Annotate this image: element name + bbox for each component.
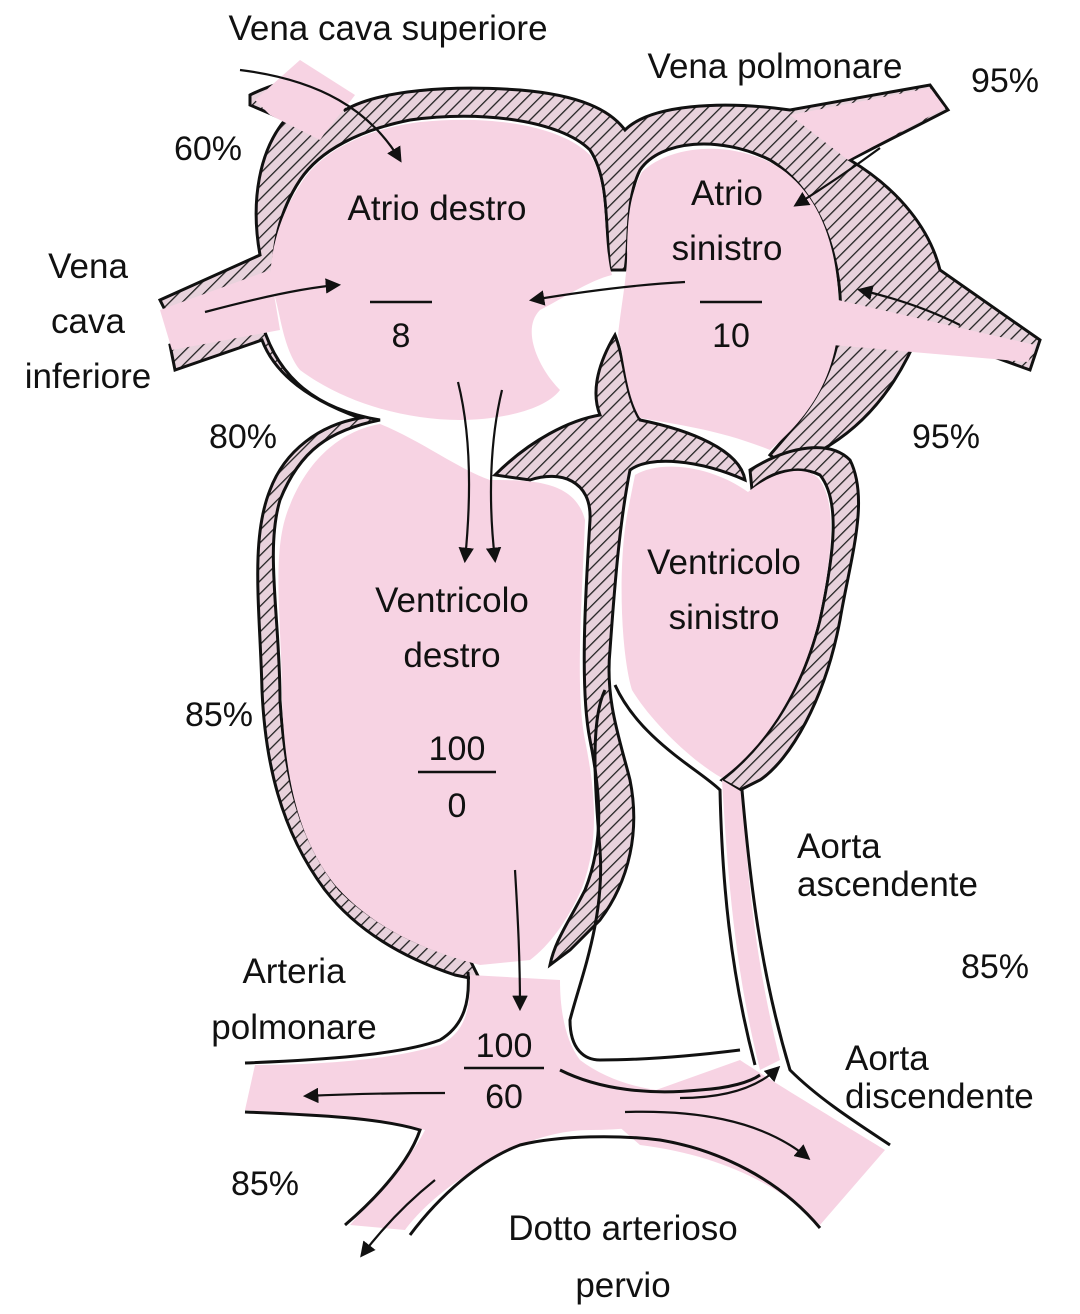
la-pressure-bottom: 10 — [712, 317, 750, 355]
pa-upper-wall — [244, 971, 470, 1065]
arrow-pv-upper — [793, 147, 881, 207]
arrow-ivc — [204, 278, 342, 314]
superior-vena-cava — [255, 60, 355, 140]
arrow-foramen-ovale — [528, 280, 686, 306]
arrow-ductus — [624, 1110, 811, 1160]
label-vena-cava-inferiore-3: inferiore — [25, 357, 151, 396]
ventricular-septum — [491, 331, 747, 969]
sat-vena-cava-superiore: 60% — [174, 130, 242, 168]
sat-vena-cava-inferiore: 80% — [209, 418, 277, 456]
descending-aorta — [600, 1060, 885, 1225]
sat-pulmonary-branch: 85% — [231, 1165, 299, 1203]
oxygen-saturations: 60% 95% 80% 95% 85% 85% 85% — [174, 62, 1039, 1203]
sat-left-atrium-lower: 95% — [912, 418, 980, 456]
label-vena-cava-inferiore-1: Vena — [48, 247, 128, 286]
inferior-vena-cava — [160, 270, 280, 350]
sat-vena-polmonare: 95% — [971, 62, 1039, 100]
arrow-pulmonary-valve — [512, 869, 528, 1012]
arrow-pv-lower — [856, 285, 961, 326]
rv-pressure-top: 100 — [429, 730, 486, 768]
aorta-wall-outer — [740, 789, 891, 1147]
arrow-svc — [239, 68, 402, 163]
structure-labels: Vena cava superiore Vena polmonare Vena … — [25, 9, 1034, 1305]
pressure-values: 8 10 100 0 100 60 — [370, 300, 762, 1116]
sat-aorta: 85% — [961, 948, 1029, 986]
blood-spaces — [160, 60, 1035, 1230]
atria-wall — [157, 79, 1042, 472]
sat-right-ventricle: 85% — [185, 696, 253, 734]
right-ventricle — [278, 424, 595, 965]
arrow-tricuspid-2 — [485, 389, 504, 564]
pa-pressure-bottom: 60 — [485, 1078, 523, 1116]
left-atrium — [618, 148, 839, 451]
label-atrio-destro: Atrio destro — [348, 189, 527, 228]
arrow-pa-down — [360, 1179, 436, 1258]
arrow-pa-left — [302, 1087, 446, 1104]
aorta-wall-inner — [613, 684, 757, 1066]
label-vena-polmonare: Vena polmonare — [648, 47, 903, 86]
label-ventricolo-destro-1: Ventricolo — [375, 581, 529, 620]
label-atrio-sinistro-1: Atrio — [691, 174, 763, 213]
vessel-walls — [244, 684, 891, 1236]
right-atrium — [270, 119, 612, 421]
label-vena-cava-inferiore-2: cava — [51, 302, 125, 341]
ductus-upper-wall — [559, 1068, 761, 1094]
ascending-aorta — [722, 780, 780, 1070]
flow-arrows — [204, 68, 961, 1258]
pulmonary-vein-upper — [790, 88, 945, 160]
pa-pressure-top: 100 — [476, 1027, 533, 1065]
label-ventricolo-sinistro-2: sinistro — [669, 598, 780, 637]
pulmonary-vein-lower — [832, 300, 1035, 362]
pulmonary-artery — [245, 975, 760, 1230]
arrow-tricuspid-1 — [456, 381, 474, 564]
label-atrio-sinistro-2: sinistro — [672, 229, 783, 268]
rv-pressure-bottom: 0 — [448, 787, 467, 825]
atrioventricular-wall — [168, 313, 483, 983]
heart-walls — [157, 79, 1042, 983]
pa-lower-wall — [244, 1110, 422, 1227]
ductus-lower-wall — [408, 1135, 822, 1236]
left-ventricle-wall — [719, 446, 861, 792]
label-dotto-arterioso-1: Dotto arterioso — [508, 1209, 738, 1248]
label-aorta-discendente-1: Aorta — [845, 1039, 929, 1078]
label-ventricolo-sinistro-1: Ventricolo — [647, 543, 801, 582]
arrow-aortic-arch — [679, 1065, 781, 1100]
label-dotto-arterioso-2: pervio — [575, 1266, 670, 1305]
label-aorta-ascendente-1: Aorta — [797, 827, 881, 866]
aorta-loop-wall — [568, 689, 741, 1062]
label-arteria-polmonare-2: polmonare — [211, 1008, 376, 1047]
label-ventricolo-destro-2: destro — [403, 636, 500, 675]
label-vena-cava-superiore: Vena cava superiore — [228, 9, 547, 48]
label-arteria-polmonare-1: Arteria — [242, 952, 346, 991]
label-aorta-ascendente-2: ascendente — [797, 865, 978, 904]
ra-pressure-bottom: 8 — [392, 317, 411, 355]
left-ventricle — [621, 466, 831, 778]
label-aorta-discendente-2: discendente — [845, 1077, 1034, 1116]
